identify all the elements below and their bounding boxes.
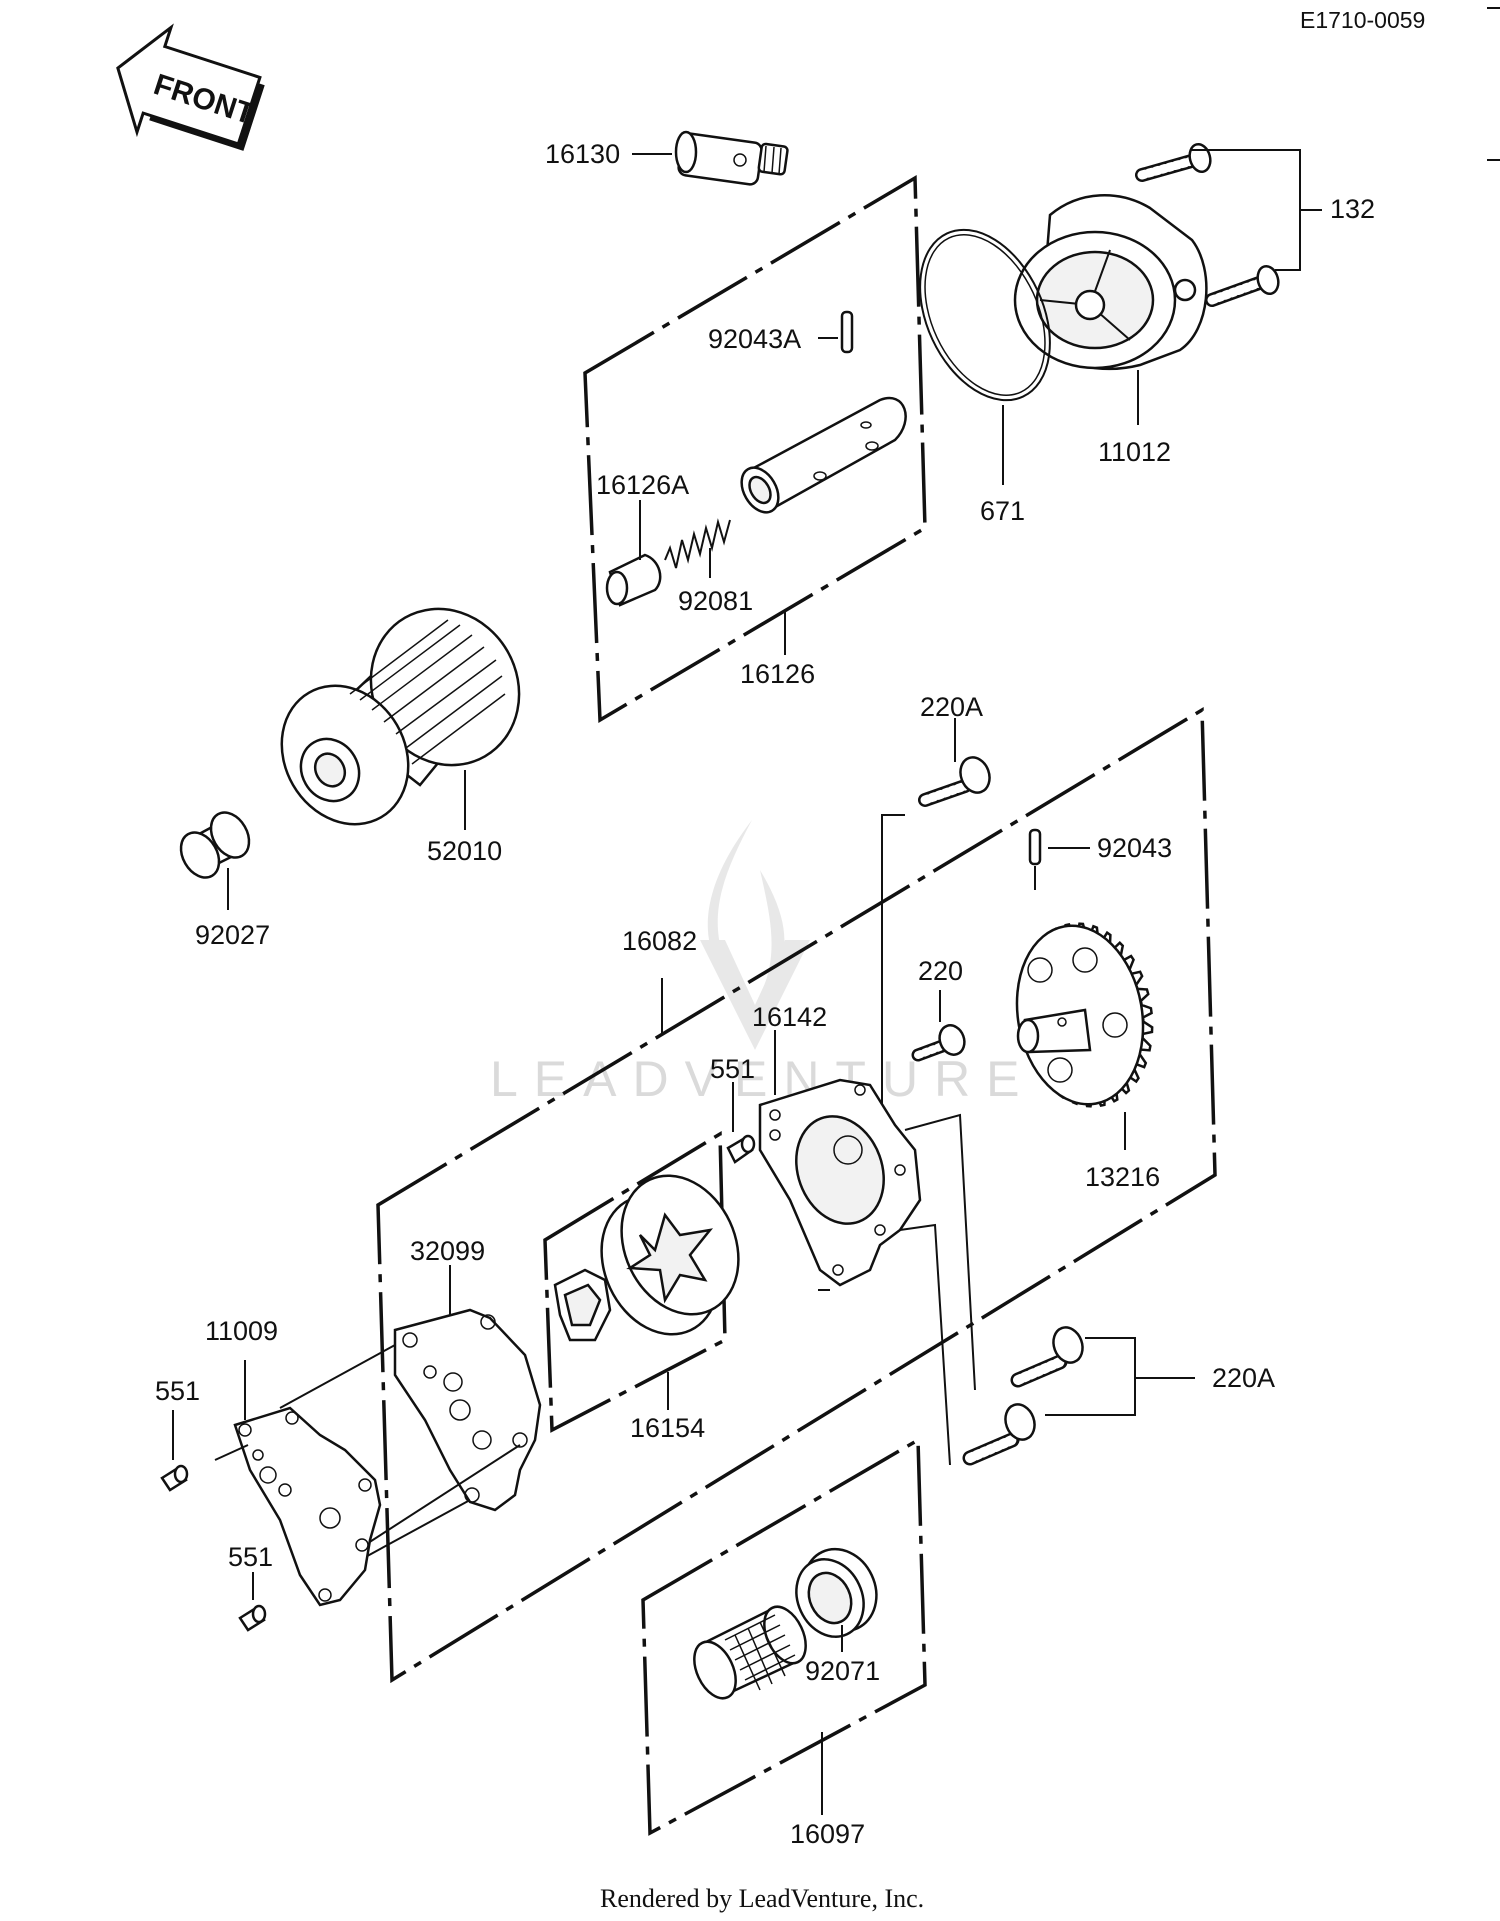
label-92043A: 92043A [708,324,801,354]
box-16097 [641,1437,927,1836]
label-92043: 92043 [1097,833,1172,863]
part-551-dowel-left [160,1464,189,1492]
part-32099-plate [393,1308,542,1512]
box-16082 [376,706,1217,1684]
label-16082: 16082 [622,926,697,956]
label-92071: 92071 [805,1656,880,1686]
box-16154 [543,1130,727,1433]
part-92081-spring [664,518,731,569]
part-16130 [674,130,789,186]
label-11009: 11009 [205,1316,278,1346]
label-16097: 16097 [790,1819,865,1849]
label-551-left: 551 [155,1376,200,1406]
part-52010-oil-filter [280,607,521,826]
part-92043 [1028,828,1042,866]
label-13216: 13216 [1085,1162,1160,1192]
label-11012: 11012 [1098,437,1171,467]
part-220A-bolt-lower [962,1403,1036,1466]
label-220A-top: 220A [920,692,983,722]
label-92027: 92027 [195,920,270,950]
label-16126A: 16126A [596,470,689,500]
part-92071-seal [795,1547,878,1638]
leadventure-watermark: LEADVENTURE [490,820,1036,1107]
part-16154-rotors [553,1174,740,1342]
part-220-bolt [911,1024,966,1062]
footer-credit: Rendered by LeadVenture, Inc. [600,1884,924,1913]
part-11009-gasket [233,1406,382,1607]
label-16126: 16126 [740,659,815,689]
label-671: 671 [980,496,1025,526]
label-551-low: 551 [228,1542,273,1572]
label-16130: 16130 [545,139,620,169]
watermark-text: LEADVENTURE [490,1051,1036,1107]
label-32099: 32099 [410,1236,485,1266]
box-16126 [583,174,927,723]
part-671 [919,228,1051,402]
diagram-id: E1710-0059 [1300,7,1425,33]
label-16154: 16154 [630,1413,705,1443]
part-132-bolt-lower [1205,264,1280,307]
part-220A-top-bolt [918,756,991,807]
part-16097-strainer [693,1605,807,1700]
label-220: 220 [918,956,963,986]
label-220A-right: 220A [1212,1363,1275,1393]
label-16142: 16142 [752,1002,827,1032]
part-16126A-piston [605,553,662,607]
label-132: 132 [1330,194,1375,224]
part-92043A [840,310,854,354]
part-132-bolt-upper [1135,142,1212,182]
label-52010: 52010 [427,836,502,866]
part-551-dowel-mid [726,1134,756,1164]
label-551-mid: 551 [710,1054,755,1084]
label-92081: 92081 [678,586,753,616]
part-13216-gear [1015,922,1154,1108]
part-220A-bolt-upper [1010,1326,1084,1388]
part-16126-plunger [740,396,907,514]
part-16142-pump-body [758,1078,922,1287]
part-11012 [1013,194,1208,371]
part-551-dowel-low [238,1604,267,1632]
front-arrow-icon: FRONT [116,23,265,151]
part-92027-collar [179,811,251,879]
